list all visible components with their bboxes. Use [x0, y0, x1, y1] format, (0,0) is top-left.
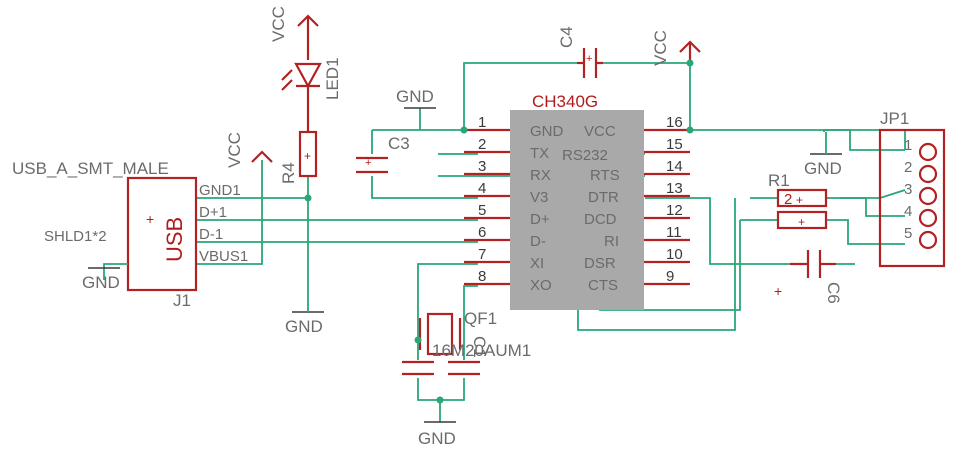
svg-text:+: +	[798, 215, 805, 229]
vcc-usb-label: VCC	[225, 132, 244, 168]
c4-ref: C4	[557, 26, 576, 48]
svg-text:+: +	[304, 149, 311, 163]
gnd-symbol-usb: GND	[285, 290, 324, 336]
ic-pin-name-cts: CTS	[588, 277, 618, 294]
crystal-qf1: QF1 16M20AUM1 C1	[402, 309, 531, 376]
usb-ref: J1	[173, 291, 191, 310]
ic-pin-name-ri: RI	[604, 233, 619, 250]
gnd-label-c3: GND	[396, 87, 434, 106]
gnd-symbol-crystal: GND	[418, 421, 456, 448]
ic-pin-num-2: 2	[478, 136, 486, 153]
usb-body-text: USB	[162, 217, 187, 262]
ic-pin-num-3: 3	[478, 158, 486, 175]
capacitor-c3: + C3	[356, 134, 410, 174]
header-jp1: JP1 1 2 3 4 5	[878, 109, 946, 268]
crystal-ref: QF1	[464, 309, 497, 328]
ic-pin-name-v3: V3	[530, 189, 548, 206]
header-pin-1: 1	[904, 137, 912, 154]
led-ref: LED1	[323, 57, 342, 100]
r4-ref: R4	[279, 162, 298, 184]
ic-pin-num-6: 6	[478, 224, 486, 241]
resistor-r4: + R4	[279, 130, 318, 184]
usb-title: USB_A_SMT_MALE	[12, 159, 169, 178]
ic-pin-num-9: 9	[666, 268, 674, 285]
led-vcc-label: VCC	[269, 6, 288, 42]
ic-pin-name-xi: XI	[530, 255, 544, 272]
gnd-label-jp1: GND	[804, 159, 842, 178]
ic-pin-num-16: 16	[666, 114, 683, 131]
ic-pin-name-dtr: DTR	[588, 189, 619, 206]
ic-pin-num-1: 1	[478, 114, 486, 131]
usb-pin-dminus1: D-1	[199, 226, 223, 243]
usb-shield-label: SHLD1*2	[44, 228, 107, 245]
vcc-ic-label: VCC	[651, 30, 670, 66]
usb-connector-j1: USB_A_SMT_MALE USB + J1 SHLD1*2 GND1 D+1…	[12, 159, 248, 310]
header-ref: JP1	[880, 109, 909, 128]
crystal-caps-ref: C1	[470, 336, 489, 358]
ic-pin-name-rx: RX	[530, 167, 551, 184]
gnd-label-usb: GND	[285, 317, 323, 336]
resistor-r2: +	[776, 210, 828, 230]
gnd-symbol-c3: GND	[396, 87, 436, 109]
shield-gnd-label: GND	[82, 273, 120, 292]
led1: VCC LED1	[269, 6, 342, 132]
ic-pin-name-dplus: D+	[530, 211, 550, 228]
ic-pin-name-vcc: VCC	[584, 123, 616, 140]
ic-name: CH340G	[532, 92, 598, 111]
ic-pin-name-tx: TX	[530, 145, 549, 162]
ic-subtitle: RS232	[562, 147, 608, 164]
usb-plus-mark: +	[146, 211, 154, 227]
vcc-ic-symbol: VCC	[651, 30, 701, 66]
ic-pin-name-xo: XO	[530, 277, 552, 294]
ic-body	[510, 110, 644, 310]
header-pin-2: 2	[904, 159, 912, 176]
ic-ch340g: CH340G RS232 1 2 3 4 5 6 7 8 GND TX RX V…	[464, 92, 690, 310]
vcc-usb-symbol: VCC	[225, 132, 273, 168]
c3-ref: C3	[388, 134, 410, 153]
usb-pin-dplus1: D+1	[199, 204, 227, 221]
ic-pin-num-10: 10	[666, 246, 683, 263]
ic-pin-num-7: 7	[478, 246, 486, 263]
r2-ref: 2	[784, 191, 792, 208]
junction-dots	[304, 59, 694, 404]
gnd-symbol-jp1: GND	[804, 132, 842, 178]
svg-text:+: +	[586, 53, 592, 65]
capacitor-c4: + C4	[557, 26, 603, 78]
wires	[197, 62, 906, 422]
usb-pin-gnd1: GND1	[199, 182, 241, 199]
c6-ref: C6	[824, 282, 843, 304]
ic-pin-num-15: 15	[666, 136, 683, 153]
capacitor-c6: + C6	[774, 250, 843, 304]
svg-text:+: +	[796, 193, 803, 207]
svg-text:+: +	[774, 283, 782, 299]
header-pin-5: 5	[904, 225, 912, 242]
ic-pin-name-dsr: DSR	[584, 255, 616, 272]
resistor-r1: R1 2 +	[768, 171, 828, 208]
ic-pin-name-dminus: D-	[530, 233, 546, 250]
ic-pin-name-gnd: GND	[530, 123, 564, 140]
ic-pin-name-rts: RTS	[590, 167, 620, 184]
ic-pin-num-13: 13	[666, 180, 683, 197]
ic-pin-num-8: 8	[478, 268, 486, 285]
header-pin-4: 4	[904, 203, 912, 220]
usb-pin-vbus1: VBUS1	[199, 248, 248, 265]
crystal-part: 16M20AUM1	[432, 341, 531, 360]
ic-pin-num-11: 11	[666, 224, 682, 241]
ic-pin-num-14: 14	[666, 158, 683, 175]
ic-pin-num-12: 12	[666, 202, 683, 219]
ic-pin-name-dcd: DCD	[584, 211, 617, 228]
ic-pin-num-5: 5	[478, 202, 486, 219]
ic-pin-num-4: 4	[478, 180, 486, 197]
r1-ref: R1	[768, 171, 790, 190]
gnd-label-crystal: GND	[418, 429, 456, 448]
svg-text:+: +	[365, 157, 371, 169]
header-pin-3: 3	[904, 181, 912, 198]
